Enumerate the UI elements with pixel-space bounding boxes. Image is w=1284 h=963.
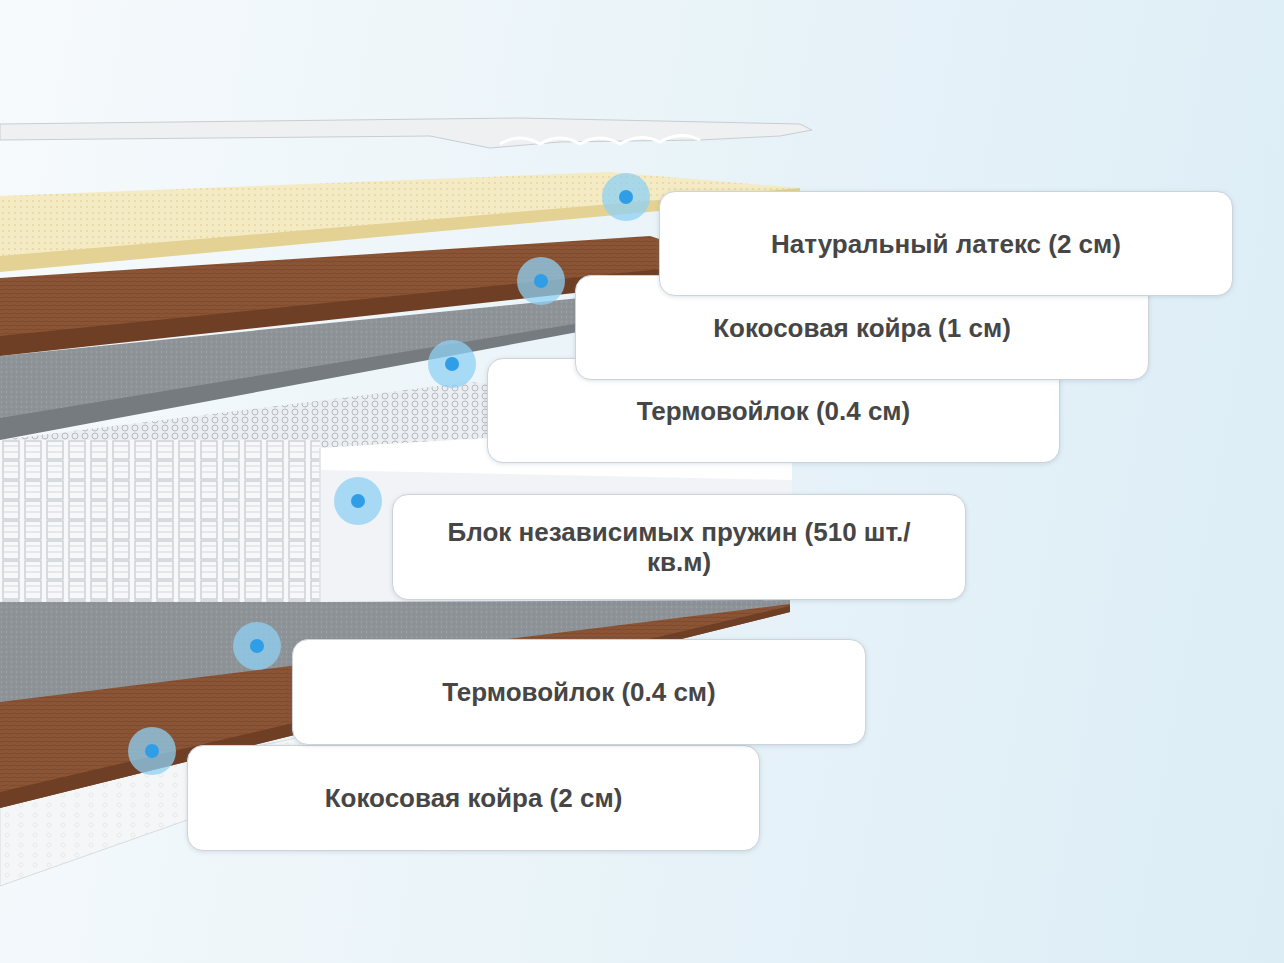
- layer-label: Блок независимых пружин (510 шт./кв.м): [439, 517, 919, 577]
- layer-label: Термовойлок (0.4 см): [442, 677, 716, 707]
- layer-label: Натуральный латекс (2 см): [771, 229, 1121, 259]
- callout-box: Блок независимых пружин (510 шт./кв.м): [392, 494, 966, 600]
- callout-box: Термовойлок (0.4 см): [292, 639, 866, 745]
- layer-label: Термовойлок (0.4 см): [637, 396, 911, 426]
- callout-box: Натуральный латекс (2 см): [659, 191, 1233, 296]
- callout-box: Кокосовая койра (2 см): [187, 745, 760, 851]
- layer-label: Кокосовая койра (1 см): [713, 313, 1011, 343]
- layer-label: Кокосовая койра (2 см): [325, 783, 623, 813]
